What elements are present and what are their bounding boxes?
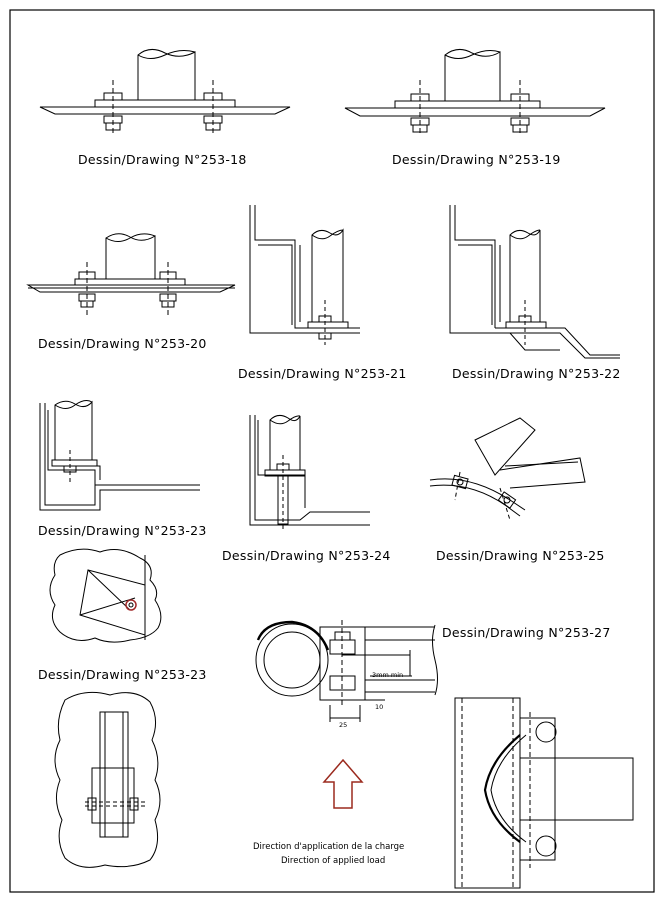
drawing-bottom-right-column	[454, 697, 634, 889]
drawing-253-24	[249, 414, 370, 530]
drawing-253-25	[429, 417, 586, 521]
load-direction-en: Direction of applied load	[281, 856, 386, 866]
caption-drawing-253-23-bottom: Dessin/Drawing N°253-23	[38, 667, 207, 682]
dimension-twentyfive-label: 25	[339, 721, 348, 729]
drawing-253-21	[249, 205, 360, 345]
caption-drawing-253-27: Dessin/Drawing N°253-27	[442, 625, 611, 640]
load-direction-arrow	[322, 758, 364, 809]
drawing-253-23a	[39, 400, 200, 511]
caption-drawing-253-18: Dessin/Drawing N°253-18	[78, 152, 247, 167]
drawing-bottom-left-cutaway	[54, 691, 161, 868]
load-direction-fr: Direction d'application de la charge	[253, 842, 405, 852]
drawing-253-23b	[49, 548, 162, 643]
caption-drawing-253-20: Dessin/Drawing N°253-20	[38, 336, 207, 351]
caption-drawing-253-24: Dessin/Drawing N°253-24	[222, 548, 391, 563]
caption-drawing-253-25: Dessin/Drawing N°253-25	[436, 548, 605, 563]
caption-drawing-253-23-top: Dessin/Drawing N°253-23	[38, 523, 207, 538]
caption-drawing-253-22: Dessin/Drawing N°253-22	[452, 366, 621, 381]
drawing-253-22	[449, 205, 620, 359]
caption-drawing-253-19: Dessin/Drawing N°253-19	[392, 152, 561, 167]
sheet-border	[9, 9, 655, 893]
dimension-ten-label: 10	[375, 703, 384, 711]
drawing-253-18	[39, 49, 291, 136]
drawing-253-19	[344, 49, 606, 136]
dimension-gap-label: 3mm min	[372, 671, 404, 679]
caption-drawing-253-21: Dessin/Drawing N°253-21	[238, 366, 407, 381]
drawing-253-27	[255, 620, 438, 722]
drawing-253-20	[26, 233, 236, 315]
